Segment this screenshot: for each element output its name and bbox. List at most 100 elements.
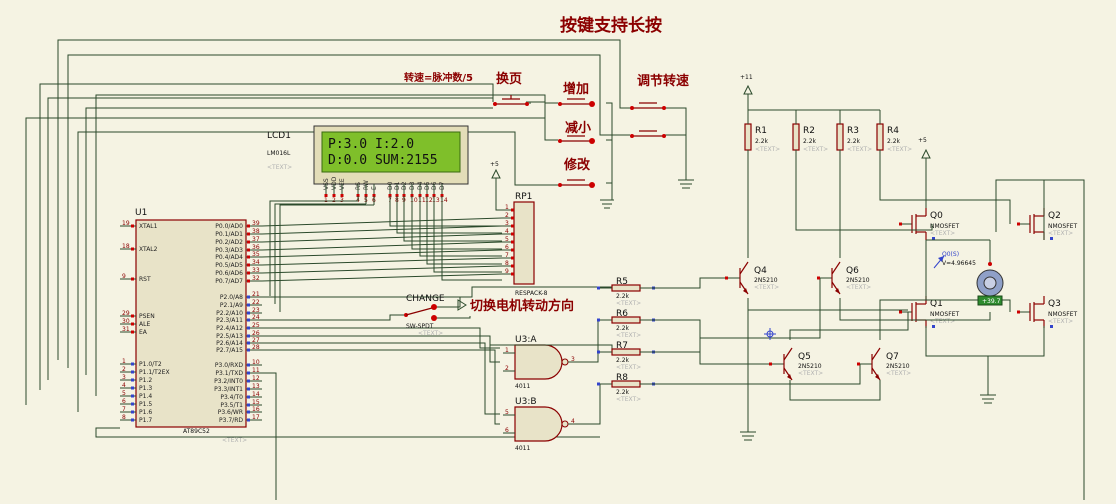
top-resistor: R12.2k<TEXT> [744,123,780,153]
mcu-pin-marker [247,240,250,244]
gate-pin: 5 [505,409,509,416]
mosfet-text-placeholder: <TEXT> [1048,318,1073,325]
mcu-pin-name: ALE [139,321,150,328]
button-decrease[interactable] [558,135,595,144]
gate-pin: 3 [571,356,575,363]
mcu-pin-number: 4 [122,382,126,389]
mcu-pin-marker [247,395,250,399]
mcu-pin-marker [131,330,134,334]
mcu-pin-number: 11 [252,367,260,374]
mcu-pin-marker [131,370,134,374]
p0-wire [261,273,503,282]
mosfet-model: NMOSFET [1048,223,1077,230]
bjt-model: 2N5210 [754,277,778,284]
gate-pin: 1 [505,347,509,354]
wires-hbridge [740,150,1085,500]
button-modify[interactable] [558,179,595,188]
probe-value: V=4.96645 [942,260,976,267]
mosfet-ref: Q0 [930,211,943,221]
mcu-pin-number: 21 [252,291,260,298]
mcu-pin-number: 31 [122,326,130,333]
mcu-pin-marker [247,363,250,367]
push-buttons [493,95,666,188]
p0-wire [261,241,503,251]
resistor-text-placeholder: <TEXT> [616,332,641,339]
mcu-pin-name: P1.7 [139,417,152,424]
note-page-turn: 换页 [496,71,522,87]
bjt-transistors: Q42N5210<TEXT>Q62N5210<TEXT>Q52N5210<TEX… [725,261,911,381]
mcu-pin-number: 1 [122,358,126,365]
lcd-pin-number: 11 [418,197,426,204]
mcu-pin-marker [247,418,250,422]
bjt-model: 2N5210 [846,277,870,284]
mcu-pin-marker [131,386,134,390]
rp1-pin-number: 5 [505,236,509,243]
mcu-pin-number: 26 [252,330,260,337]
mcu-pin-name: P3.2/INT0 [214,378,243,385]
lcd-pin-marker [418,194,422,197]
supply-11v: +11 [740,74,881,124]
mcu-pin-number: 5 [122,390,126,397]
mcu-pin-number: 27 [252,337,260,344]
rp1-pin-number: 2 [505,212,509,219]
lcd-pin-marker [364,194,368,197]
resistor-ref: R8 [616,373,628,383]
gate-body [514,406,563,442]
note-adjust-speed: 调节转速 [637,73,689,89]
lcd-pin-marker [324,194,328,197]
mcu-pin-marker [131,322,134,326]
gate-body [514,344,563,380]
mcu-pin-marker [131,410,134,414]
mcu-pin-marker [247,326,250,330]
resistor-text-placeholder: <TEXT> [616,396,641,403]
lcd-screen [321,131,461,173]
mcu-pin-number: 39 [252,220,260,227]
mcu-pin-number: 18 [122,243,130,250]
button-increase[interactable] [558,98,595,107]
gate-bubble [561,420,569,428]
vcc5-right-label: +5 [918,137,927,144]
button-speed-down[interactable] [630,130,666,138]
mcu-pin-number: 34 [252,259,260,266]
p0-wire [261,233,503,243]
mcu-pin-name: P2.6/A14 [216,340,243,347]
button-page-turn[interactable] [493,95,529,106]
mcu-pin-number: 25 [252,322,260,329]
mcu-pin-number: 24 [252,314,260,321]
rp1-ref: RP1 [515,192,532,202]
switch-change[interactable]: CHANGE SW-SPDT <TEXT> [404,294,471,337]
note-switch-direction: 切换电机转动方向 [470,298,574,314]
mcu-pin-marker [247,232,250,236]
resistor-ref: R1 [755,126,767,136]
vcc11-label: +11 [740,74,753,81]
resistor-value: 2.2k [616,357,630,364]
p0-wire [261,265,503,274]
mcu-pin-number: 12 [252,375,260,382]
mcu-pin-name: P2.2/A10 [216,310,243,317]
note-decrease: 减小 [565,120,591,136]
mcu-pin-number: 37 [252,236,260,243]
lcd-pin-number: 12 [425,197,433,204]
mosfet-transistors: Q0NMOSFET<TEXT>Q2NMOSFET<TEXT>Q1NMOSFET<… [899,208,1077,328]
mcu-pin-marker [131,378,134,382]
button-speed-up[interactable] [630,102,666,110]
mcu-pin-name: P2.5/A13 [216,333,243,340]
resistor-body [836,123,844,151]
bjt-text-placeholder: <TEXT> [886,370,911,377]
base-resistor: R52.2k<TEXT> [597,277,655,307]
base-resistors: R52.2k<TEXT>R62.2k<TEXT>R72.2k<TEXT>R82.… [597,277,861,403]
gate-model: 4011 [515,383,530,390]
resistor-value: 2.2k [803,138,817,145]
rp1-pin-number: 9 [505,268,509,275]
mcu-pin-number: 28 [252,344,260,351]
resistor-ref: R7 [616,341,628,351]
mcu-pin-marker [247,248,250,252]
mcu-pin-marker [247,271,250,275]
rp1-pin-marker [511,248,514,252]
mcu-text-placeholder: <TEXT> [222,437,247,444]
mcu-pin-number: 8 [122,414,126,421]
